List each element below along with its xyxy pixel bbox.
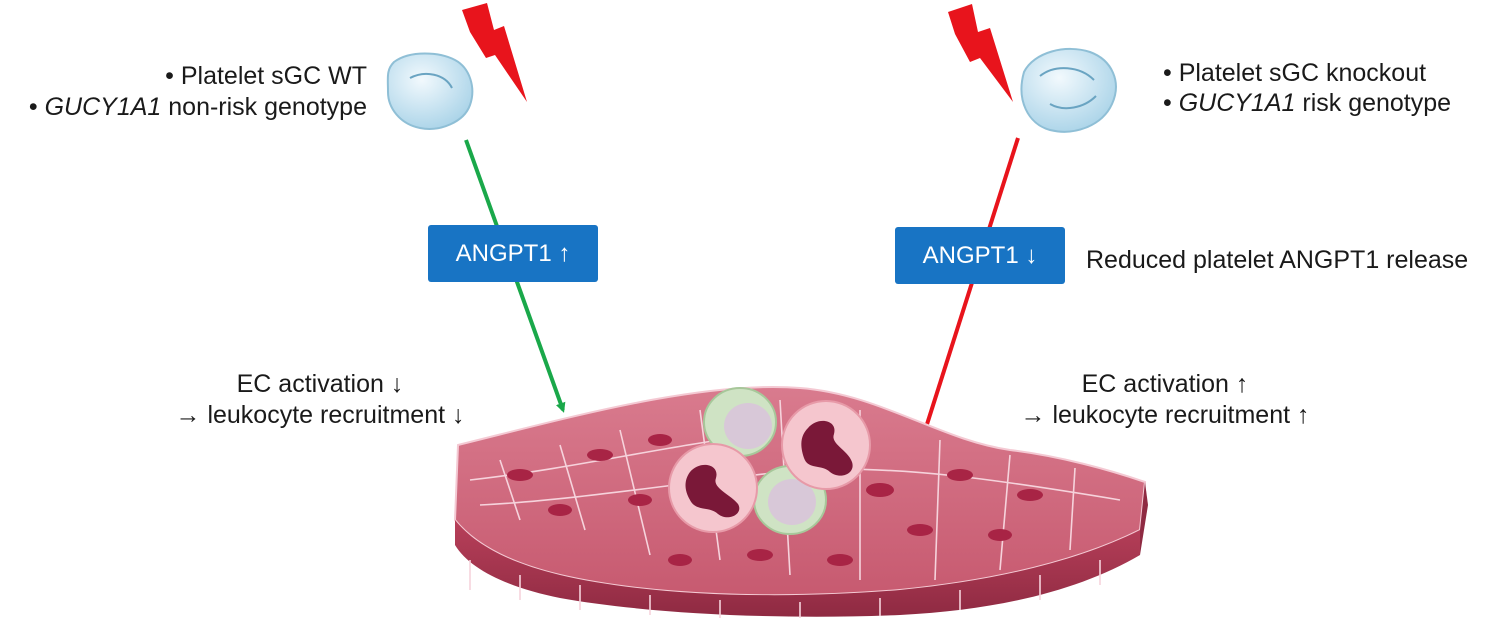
platelet-icon	[386, 52, 474, 130]
right-effect-2: → leukocyte recruitment ↑	[1020, 401, 1310, 429]
angpt1-down-box: ANGPT1 ↓	[895, 227, 1065, 284]
right-genotype: risk genotype	[1295, 89, 1452, 117]
lightning-bolt-icon	[948, 4, 1013, 102]
right-bullet-prefix: •	[1163, 89, 1179, 117]
left-effect-1: EC activation ↓	[236, 370, 404, 398]
right-bullet-1: • Platelet sGC knockout	[1163, 59, 1427, 87]
leukocyte-icon	[703, 387, 777, 457]
right-effect-1: EC activation ↑	[1081, 370, 1249, 398]
leukocyte-icon	[781, 400, 871, 490]
platelet-icon	[1020, 47, 1117, 133]
right-bullet-2: • GUCY1A1 risk genotype	[1163, 87, 1451, 119]
right-gene-name: GUCY1A1	[1178, 89, 1296, 117]
left-genotype: non-risk genotype	[161, 93, 367, 121]
red-arrow	[919, 137, 1020, 443]
left-bullet-1: • Platelet sGC WT	[165, 62, 367, 90]
leukocyte-icon	[668, 443, 758, 533]
left-effect-2: → leukocyte recruitment ↓	[175, 401, 465, 429]
left-bullet-2: • GUCY1A1 non-risk genotype	[28, 93, 367, 121]
reduced-release-note: Reduced platelet ANGPT1 release	[1086, 246, 1469, 274]
angpt1-up-box: ANGPT1 ↑	[428, 225, 598, 282]
left-gene-name: GUCY1A1	[44, 93, 162, 121]
lightning-bolt-icon	[462, 3, 527, 102]
